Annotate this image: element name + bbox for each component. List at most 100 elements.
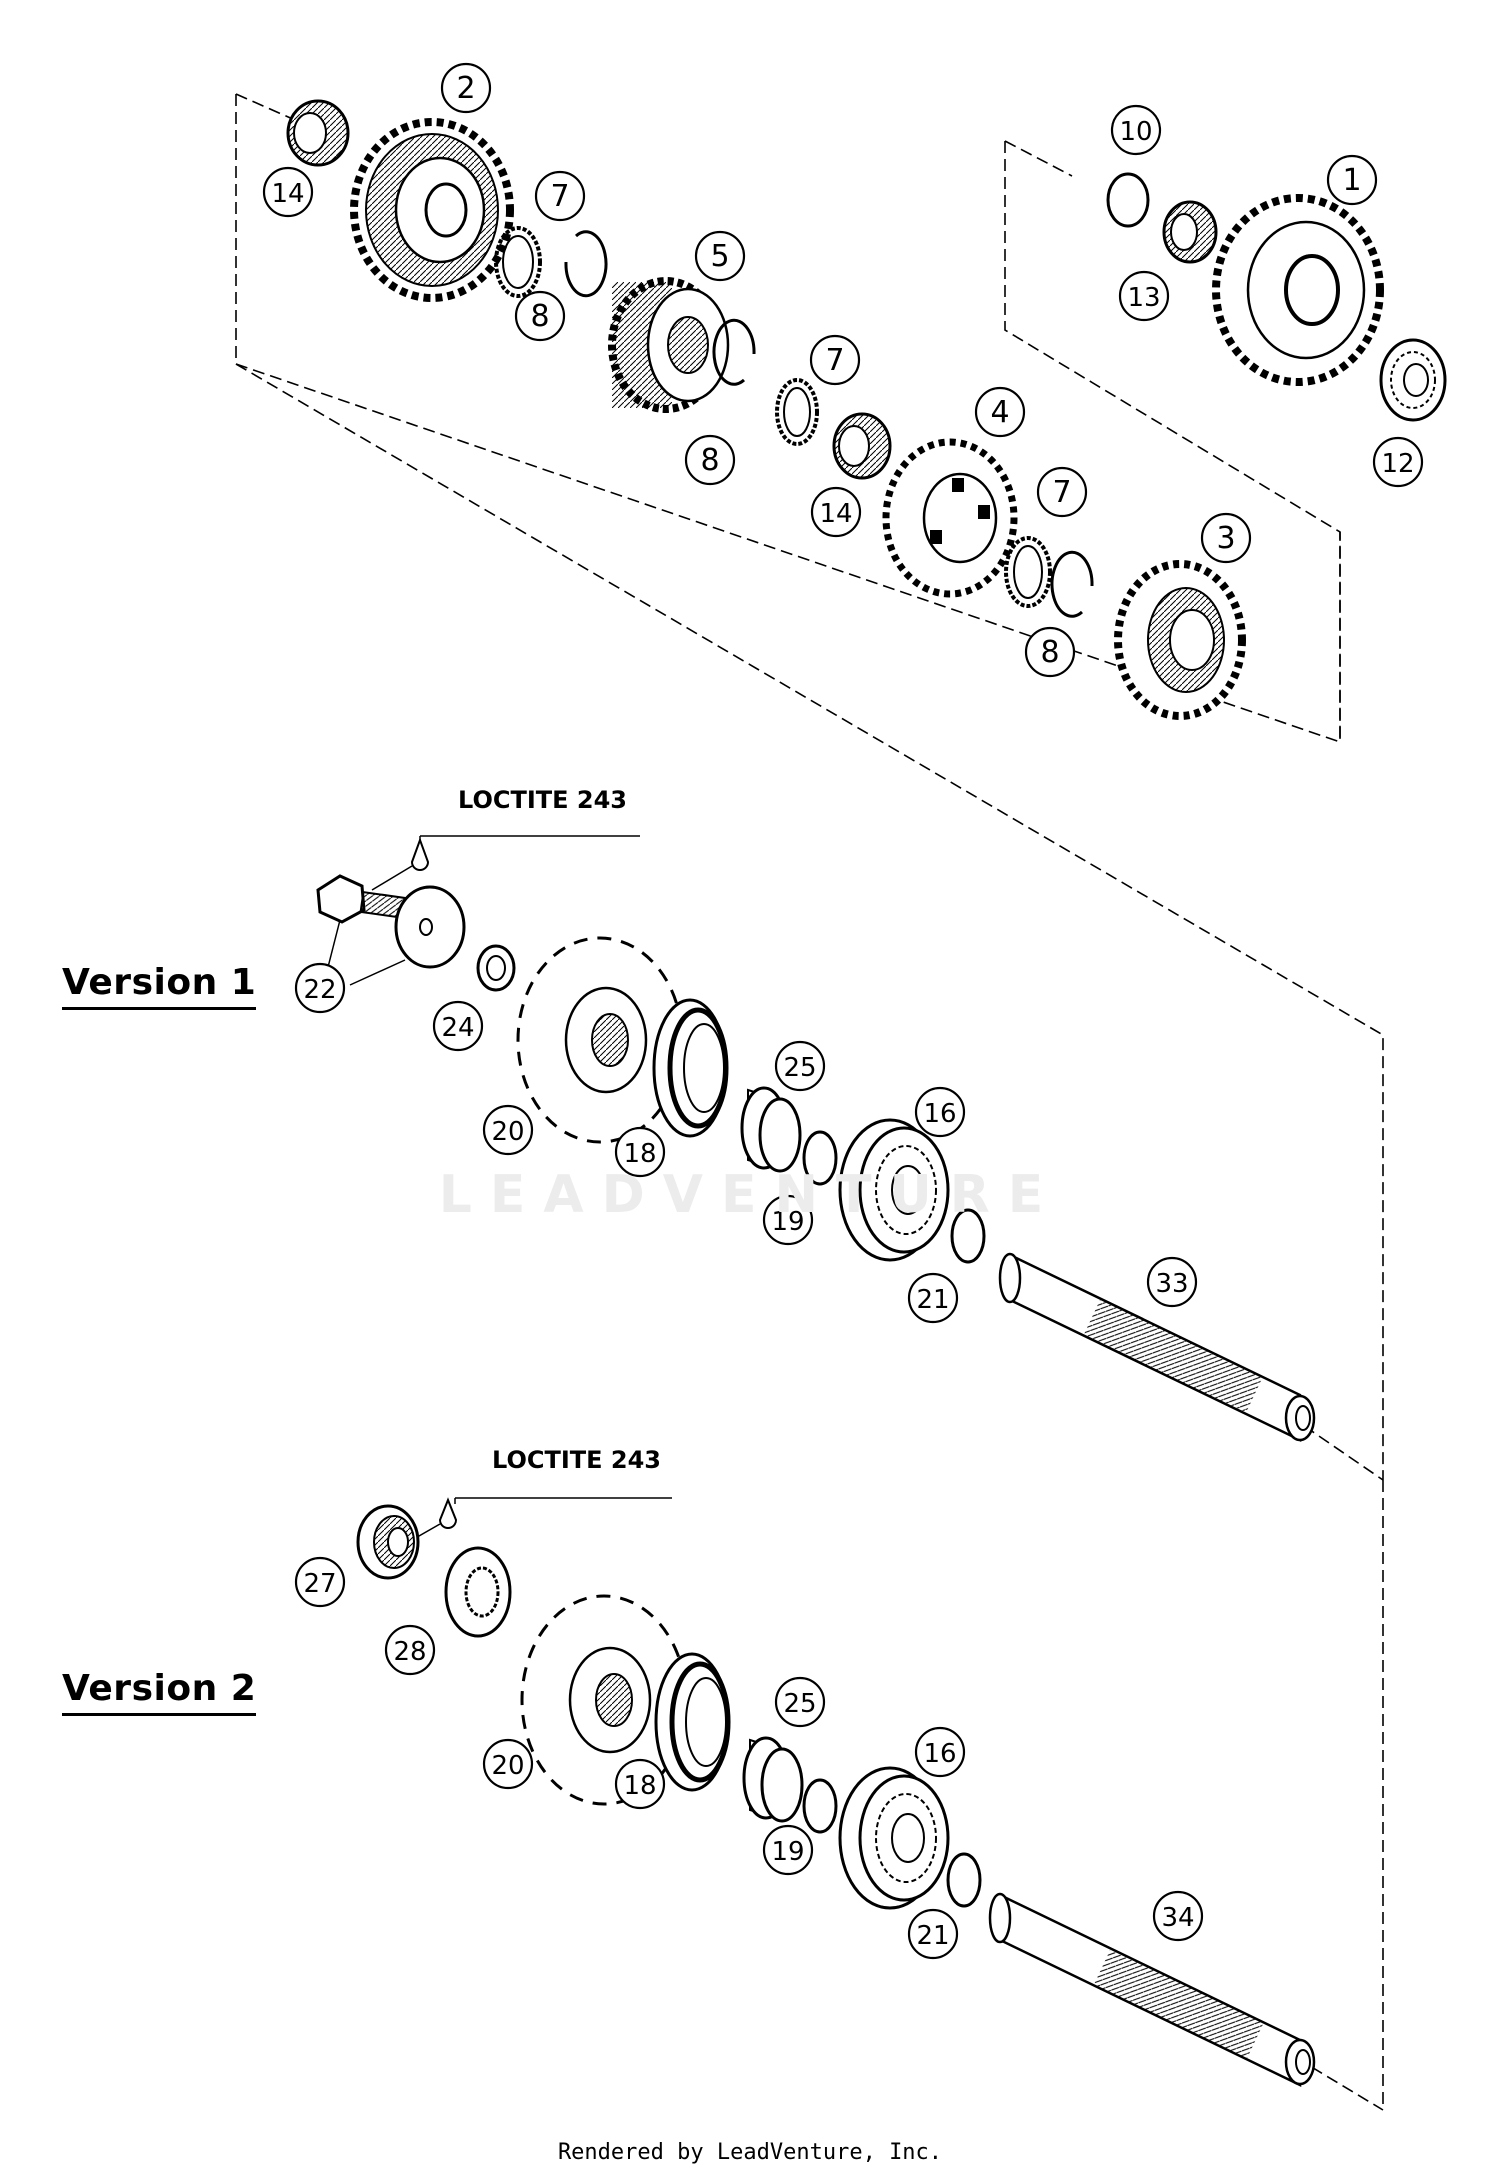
o-ring-19-a (802, 1130, 838, 1186)
version-2-label: Version 2 (62, 1668, 257, 1716)
callout-number: 5 (710, 239, 729, 274)
shaft-33 (998, 1252, 1316, 1442)
callout-7-13: 7 (1036, 466, 1088, 518)
shim-10 (1106, 172, 1150, 228)
callout-8-4: 8 (514, 290, 566, 342)
callout-number: 34 (1161, 1903, 1194, 1933)
circlip-8-a (564, 230, 608, 298)
callout-number: 7 (825, 343, 844, 378)
lock-washer-28 (444, 1546, 512, 1638)
callout-number: 21 (916, 1285, 949, 1315)
callout-1-6: 1 (1326, 154, 1378, 206)
callout-5-3: 5 (694, 230, 746, 282)
sprocket-20-b (520, 1594, 688, 1806)
callout-24-17: 24 (432, 1000, 484, 1052)
callout-7-2: 7 (534, 170, 586, 222)
callout-number: 22 (303, 975, 336, 1005)
gear-2 (350, 118, 514, 302)
callout-21-23: 21 (907, 1272, 959, 1324)
callout-number: 3 (1216, 521, 1235, 556)
callout-number: 20 (491, 1751, 524, 1781)
circlip-8-c (1050, 550, 1094, 618)
callout-number: 25 (783, 1689, 816, 1719)
callout-25-28: 25 (774, 1676, 826, 1728)
callout-number: 16 (923, 1099, 956, 1129)
callout-28-26: 28 (384, 1624, 436, 1676)
bushing-25-a (740, 1086, 802, 1173)
callout-number: 19 (771, 1207, 804, 1237)
gear-3 (1114, 560, 1246, 720)
gear-1 (1212, 194, 1384, 386)
callout-18-29: 18 (614, 1758, 666, 1810)
callout-number: 19 (771, 1837, 804, 1867)
callout-16-21: 16 (914, 1086, 966, 1138)
footer-credit: Rendered by LeadVenture, Inc. (557, 2140, 943, 2165)
callout-13-7: 13 (1118, 270, 1170, 322)
o-ring-21-a (950, 1208, 986, 1264)
gear-5 (608, 277, 730, 413)
callout-number: 14 (819, 499, 852, 529)
needle-bearing-14-b (832, 412, 892, 480)
loctite-label-v1: LOCTITE 243 (458, 786, 627, 814)
splined-washer-7-b (775, 378, 819, 446)
shaft-seal-18-a (652, 998, 729, 1138)
callout-number: 21 (916, 1921, 949, 1951)
callout-12-8: 12 (1372, 436, 1424, 488)
callout-27-25: 27 (294, 1556, 346, 1608)
callout-number: 16 (923, 1739, 956, 1769)
callout-2-0: 2 (440, 62, 492, 114)
version-1-label: Version 1 (62, 962, 257, 1010)
bolt-22 (316, 874, 409, 924)
callout-number: 8 (700, 443, 719, 478)
needle-bearing-13 (1162, 200, 1218, 264)
bushing-25-b (742, 1736, 804, 1823)
callout-3-14: 3 (1200, 512, 1252, 564)
sprocket-20-a (516, 936, 684, 1144)
callout-number: 14 (271, 179, 304, 209)
callout-7-9: 7 (809, 334, 861, 386)
gear-4 (882, 438, 1018, 598)
splined-washer-7-c (1004, 536, 1052, 608)
callout-22-16: 22 (294, 962, 346, 1014)
callout-10-5: 10 (1110, 104, 1162, 156)
callout-number: 7 (1052, 475, 1071, 510)
callout-number: 27 (303, 1569, 336, 1599)
callout-number: 10 (1119, 117, 1152, 147)
nut-27 (356, 1504, 420, 1580)
callout-number: 18 (623, 1139, 656, 1169)
callout-34-33: 34 (1152, 1890, 1204, 1942)
loctite-drop-icon (410, 837, 430, 871)
o-ring-21-b (946, 1852, 982, 1908)
ball-bearing-12 (1379, 338, 1447, 422)
callout-14-1: 14 (262, 166, 314, 218)
callout-4-12: 4 (974, 386, 1026, 438)
callout-layer: 2 14 7 5 8 10 1 13 12 7 8 14 4 7 3 8 22 24 20 25 18 16 19 21 33 2… (262, 62, 1424, 1960)
callout-number: 1 (1342, 163, 1361, 198)
callout-8-15: 8 (1024, 626, 1076, 678)
callout-number: 33 (1155, 1269, 1188, 1299)
callout-19-31: 19 (762, 1824, 814, 1876)
callout-25-19: 25 (774, 1040, 826, 1092)
shaft-34 (988, 1892, 1316, 2087)
callout-21-32: 21 (907, 1908, 959, 1960)
callout-33-24: 33 (1146, 1256, 1198, 1308)
callout-number: 4 (990, 395, 1009, 430)
needle-bearing-14-a (286, 99, 350, 167)
circlip-8-b (712, 318, 756, 386)
assembly-outline-top (235, 93, 1384, 2111)
callout-number: 18 (623, 1771, 656, 1801)
callout-16-30: 16 (914, 1726, 966, 1778)
callout-number: 8 (530, 299, 549, 334)
callout-number: 25 (783, 1053, 816, 1083)
callout-number: 2 (456, 71, 475, 106)
splined-washer-7-a (494, 226, 542, 298)
o-ring-19-b (802, 1778, 838, 1834)
callout-number: 8 (1040, 635, 1059, 670)
watermark: LEADVENTURE (438, 1165, 1062, 1225)
callout-number: 20 (491, 1117, 524, 1147)
ball-bearing-16-b (838, 1766, 950, 1910)
loctite-drop-icon-2 (438, 1497, 458, 1529)
loctite-label-v2: LOCTITE 243 (492, 1446, 661, 1474)
